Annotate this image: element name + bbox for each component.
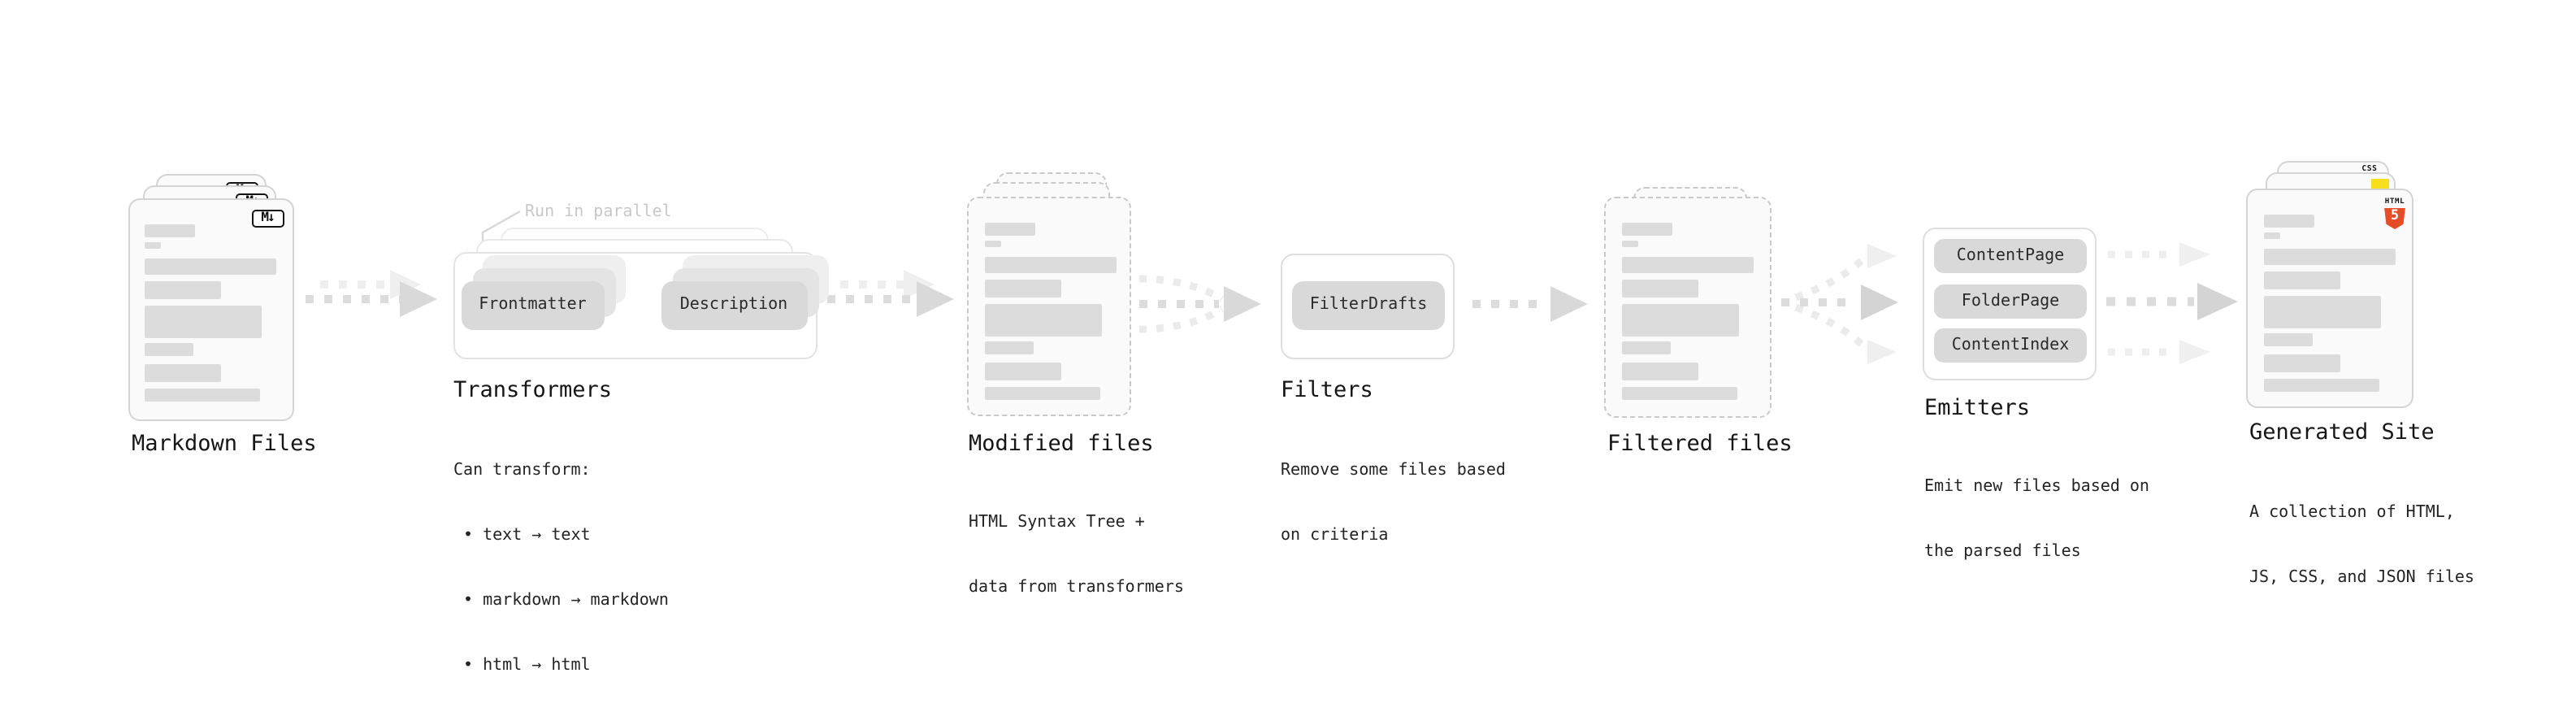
file-card xyxy=(1604,197,1772,418)
content-placeholder-bars xyxy=(984,223,1116,399)
content-placeholder-bar xyxy=(1621,241,1637,247)
flow-arrow-markdown-to-transformers xyxy=(306,270,437,317)
content-placeholder-bar xyxy=(145,343,193,356)
content-placeholder-bar xyxy=(1621,362,1698,380)
flow-arrow-filtered-to-emitters xyxy=(1781,244,1898,364)
description-bullet: • html → html xyxy=(463,657,591,675)
content-placeholder-bar xyxy=(145,258,276,275)
content-placeholder-bars xyxy=(1621,223,1753,399)
emitter-node-contentpage: ContentPage xyxy=(1934,239,2087,273)
stage-description: Can transform: • text → text • markdown … xyxy=(453,416,669,721)
flow-arrow-modified-to-filters xyxy=(1138,275,1261,333)
content-placeholder-bar xyxy=(2263,354,2340,371)
html5-icon: HTML 5 xyxy=(2384,198,2405,229)
html5-icon-label: HTML xyxy=(2384,198,2405,206)
flow-arrows xyxy=(306,210,2238,364)
content-placeholder-bar xyxy=(1621,386,1737,399)
description-line: JS, CSS, and JSON files xyxy=(2249,569,2474,588)
run-in-parallel-note: Run in parallel xyxy=(525,203,672,221)
content-placeholder-bar xyxy=(2263,296,2380,328)
description-line: HTML Syntax Tree + xyxy=(969,513,1145,532)
content-placeholder-bar xyxy=(2263,249,2395,265)
content-placeholder-bar xyxy=(984,257,1116,273)
stage-description: Emit new files based on the parsed files xyxy=(1924,432,2149,607)
content-placeholder-bar xyxy=(984,241,1000,247)
content-placeholder-bar xyxy=(2263,271,2340,289)
emitter-node-folderpage: FolderPage xyxy=(1934,284,2087,318)
pipeline-diagram: M↓ M↓ M↓ Markdown Files Run in parallel … xyxy=(128,161,2474,675)
description-line: A collection of HTML, xyxy=(2249,503,2455,522)
content-placeholder-bar xyxy=(1621,257,1753,273)
content-placeholder-bar xyxy=(2263,215,2314,228)
content-placeholder-bar xyxy=(145,363,221,381)
flow-arrow-transformers-to-modified xyxy=(827,270,954,317)
stage-description: A collection of HTML, JS, CSS, and JSON … xyxy=(2249,458,2474,633)
filter-node-filterdrafts: FilterDrafts xyxy=(1292,280,1445,329)
content-placeholder-bar xyxy=(1621,304,1738,337)
stage-title: Filtered files xyxy=(1607,431,1793,457)
description-line: on criteria xyxy=(1281,527,1389,545)
stage-description: Remove some files based on criteria xyxy=(1281,416,1506,591)
content-placeholder-bar xyxy=(2263,378,2379,391)
content-placeholder-bar xyxy=(1621,280,1698,298)
stage-title: Emitters xyxy=(1924,395,2031,421)
transformer-node-description: Description xyxy=(661,280,807,329)
transformer-node-frontmatter: Frontmatter xyxy=(462,280,604,329)
description-line: data from transformers xyxy=(969,579,1184,597)
content-placeholder-bar xyxy=(984,304,1101,337)
flow-arrow-emitters-to-generated xyxy=(2106,242,2238,364)
description-line: the parsed files xyxy=(1924,543,2081,562)
description-bullet: • markdown → markdown xyxy=(463,592,669,610)
content-placeholder-bar xyxy=(145,281,221,299)
content-placeholder-bar xyxy=(2263,333,2312,346)
content-placeholder-bars xyxy=(145,224,276,401)
description-bullet: • text → text xyxy=(463,527,591,545)
content-placeholder-bar xyxy=(1621,341,1670,354)
stage-description: HTML Syntax Tree + data from transformer… xyxy=(969,468,1184,643)
markdown-icon-label: M↓ xyxy=(261,210,275,225)
content-placeholder-bar xyxy=(145,242,161,249)
file-card xyxy=(967,197,1131,416)
stage-title: Markdown Files xyxy=(132,431,317,457)
content-placeholder-bar xyxy=(984,386,1099,399)
content-placeholder-bar xyxy=(984,280,1060,298)
content-placeholder-bar xyxy=(2263,232,2279,239)
content-placeholder-bar xyxy=(145,224,195,237)
stage-title: Modified files xyxy=(969,431,1154,457)
content-placeholder-bar xyxy=(984,341,1033,354)
file-card: M↓ xyxy=(128,198,293,421)
stage-title: Filters xyxy=(1281,377,1373,403)
stage-title: Transformers xyxy=(453,377,613,403)
description-line: Emit new files based on xyxy=(1924,477,2149,496)
html5-icon-number: 5 xyxy=(2390,208,2400,224)
file-card: HTML 5 xyxy=(2246,189,2413,408)
content-placeholder-bar xyxy=(145,388,260,401)
description-line: Remove some files based xyxy=(1281,461,1506,480)
content-placeholder-bar xyxy=(984,223,1034,236)
stage-title: Generated Site xyxy=(2249,419,2435,445)
content-placeholder-bar xyxy=(1621,223,1672,236)
css-icon-label: CSS xyxy=(2361,165,2378,173)
js-icon xyxy=(2371,179,2389,189)
flow-arrow-filters-to-filtered xyxy=(1472,286,1588,322)
content-placeholder-bar xyxy=(984,362,1060,380)
content-placeholder-bar xyxy=(145,306,262,338)
content-placeholder-bars xyxy=(2263,215,2395,391)
emitter-node-contentindex: ContentIndex xyxy=(1934,328,2087,363)
markdown-icon: M↓ xyxy=(251,210,284,227)
description-line: Can transform: xyxy=(453,461,591,480)
